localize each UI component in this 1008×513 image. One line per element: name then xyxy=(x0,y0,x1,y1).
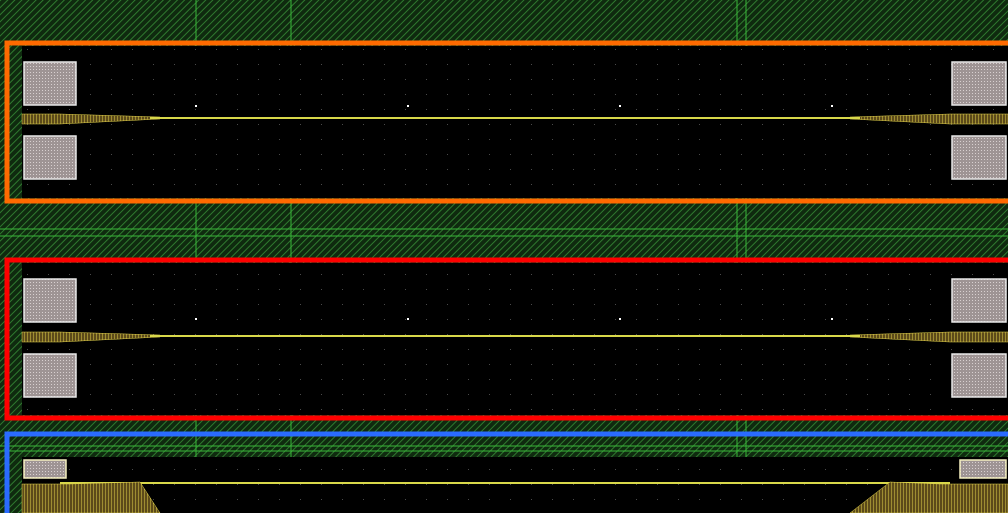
field-dots xyxy=(10,457,1008,513)
bond-pad[interactable] xyxy=(23,353,77,398)
highlight-box-orange xyxy=(4,40,1008,204)
alignment-marks xyxy=(195,318,833,320)
bond-pad[interactable] xyxy=(951,61,1007,106)
left-edge-hatch xyxy=(10,457,22,513)
bond-pad-small[interactable] xyxy=(959,459,1007,479)
field-dots xyxy=(10,46,1008,198)
bond-pad[interactable] xyxy=(951,135,1007,180)
bond-pad[interactable] xyxy=(951,353,1007,398)
right-taper xyxy=(849,481,1008,513)
highlight-box-blue xyxy=(4,431,1008,513)
device-1[interactable] xyxy=(4,40,1008,204)
field-dots xyxy=(10,263,1008,415)
device-2[interactable] xyxy=(4,257,1008,421)
bond-pad-small[interactable] xyxy=(23,459,67,479)
device-3[interactable] xyxy=(4,431,1008,513)
bond-pad[interactable] xyxy=(23,278,77,323)
bond-pad[interactable] xyxy=(23,135,77,180)
bond-pad[interactable] xyxy=(951,278,1007,323)
left-edge-hatch xyxy=(10,46,22,198)
left-edge-hatch xyxy=(10,263,22,415)
highlight-box-red xyxy=(4,257,1008,421)
bond-pad[interactable] xyxy=(23,61,77,106)
left-taper xyxy=(21,481,161,513)
alignment-marks xyxy=(195,105,833,107)
